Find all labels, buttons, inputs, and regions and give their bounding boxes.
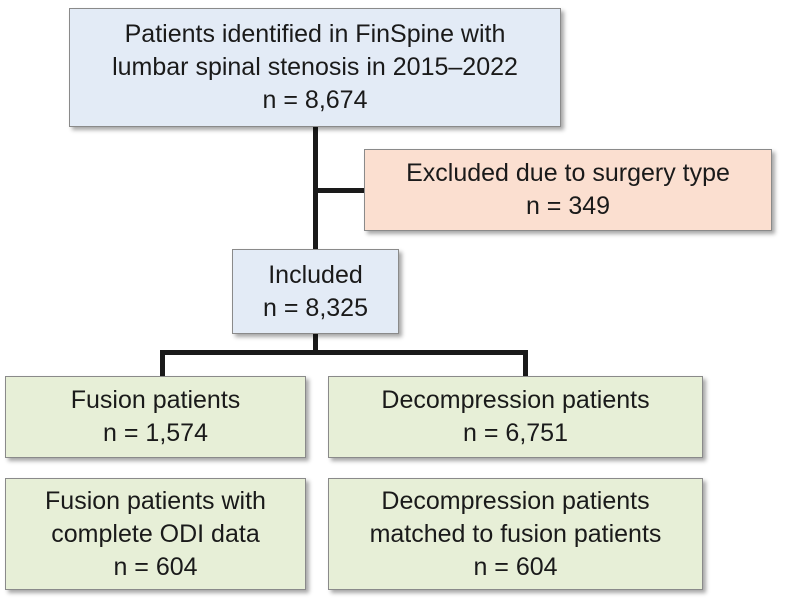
identified-count: n = 8,674: [262, 86, 368, 114]
connector-included-down: [313, 333, 318, 353]
identified-line2: lumbar spinal stenosis in 2015–2022: [112, 53, 518, 81]
fusion-odi-line1: Fusion patients with: [45, 486, 266, 515]
fusion-patients-box: Fusion patients n = 1,574: [5, 376, 306, 458]
decompression-label: Decompression patients: [381, 386, 650, 414]
included-count: n = 8,325: [263, 293, 368, 322]
decompression-count: n = 6,751: [463, 419, 568, 447]
fusion-label: Fusion patients: [70, 386, 241, 414]
connector-to-fusion: [160, 350, 165, 378]
included-box: Included n = 8,325: [232, 249, 399, 334]
fusion-count: n = 1,574: [103, 419, 208, 447]
fusion-odi-line2: complete ODI data: [51, 519, 260, 548]
identified-line1: Patients identified in FinSpine with: [124, 20, 506, 48]
decompression-matched-line2: matched to fusion patients: [369, 519, 662, 548]
connector-to-excluded: [313, 188, 367, 193]
identified-patients-box: Patients identified in FinSpine with lum…: [69, 8, 561, 127]
decompression-matched-count: n = 604: [473, 552, 558, 581]
excluded-box: Excluded due to surgery type n = 349: [364, 149, 772, 231]
fusion-odi-box: Fusion patients with complete ODI data n…: [5, 478, 306, 590]
fusion-odi-count: n = 604: [113, 552, 198, 581]
decompression-patients-box: Decompression patients n = 6,751: [328, 376, 703, 458]
decompression-matched-box: Decompression patients matched to fusion…: [328, 478, 703, 590]
excluded-count: n = 349: [525, 192, 611, 220]
connector-to-decompression: [523, 350, 528, 378]
decompression-matched-line1: Decompression patients: [381, 486, 650, 515]
connector-split-horizontal: [160, 350, 528, 355]
included-label: Included: [268, 260, 363, 289]
excluded-label: Excluded due to surgery type: [406, 159, 730, 187]
